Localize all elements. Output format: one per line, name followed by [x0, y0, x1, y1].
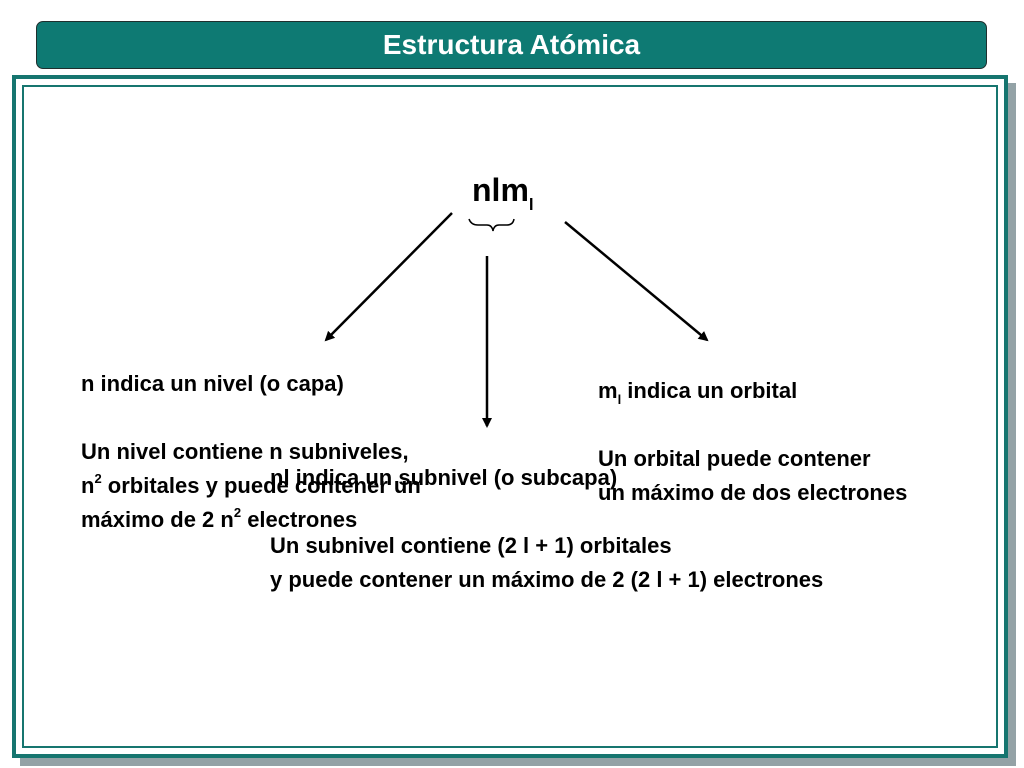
left-line-4-sup: 2 [233, 505, 242, 520]
arrow-right [564, 221, 709, 342]
right-line-1: ml indica un orbital [598, 374, 907, 408]
center-spacer [270, 495, 823, 529]
arrow-left [324, 212, 453, 342]
right-text-block: ml indica un orbital Un orbital puede co… [598, 374, 907, 510]
left-line-3-a: n [81, 473, 95, 498]
right-line-2: Un orbital puede contener [598, 446, 871, 471]
center-line-1: nl indica un subnivel (o subcapa) [270, 465, 618, 490]
left-line-2: Un nivel contiene n subniveles, [81, 439, 409, 464]
center-line-3: y puede contener un máximo de 2 (2 l + 1… [270, 567, 824, 592]
left-text-block: n indica un nivel (o capa) Un nivel cont… [81, 367, 421, 537]
formula-main: nlm [472, 172, 529, 208]
formula-subscript: l [528, 195, 534, 214]
left-line-4-b: electrones [241, 507, 358, 532]
title-bar: Estructura Atómica [36, 21, 987, 69]
left-line-4-a: máximo de 2 n [81, 507, 234, 532]
content-frame [12, 75, 1008, 758]
right-spacer [598, 408, 907, 442]
slide-title: Estructura Atómica [382, 29, 641, 60]
left-line-3-sup: 2 [94, 471, 102, 486]
right-line-1-sub: l [617, 392, 622, 407]
center-line-2: Un subnivel contiene (2 l + 1) orbitales [270, 533, 672, 558]
right-line-1-b: indica un orbital [621, 378, 798, 403]
left-line-3: n2 orbitales y puede contener un [81, 469, 421, 503]
right-line-3: un máximo de dos electrones [598, 480, 908, 505]
content-frame-inner-border [22, 85, 998, 748]
left-line-3-b: orbitales y puede contener un [101, 473, 421, 498]
brace-under-nl [468, 218, 515, 232]
center-text-block: nl indica un subnivel (o subcapa) Un sub… [270, 461, 823, 597]
left-line-4: máximo de 2 n2 electrones [81, 503, 421, 537]
left-line-1: n indica un nivel (o capa) [81, 371, 344, 396]
right-line-1-a: m [598, 378, 618, 403]
left-spacer [81, 401, 421, 435]
quantum-formula: nlml [472, 172, 534, 214]
